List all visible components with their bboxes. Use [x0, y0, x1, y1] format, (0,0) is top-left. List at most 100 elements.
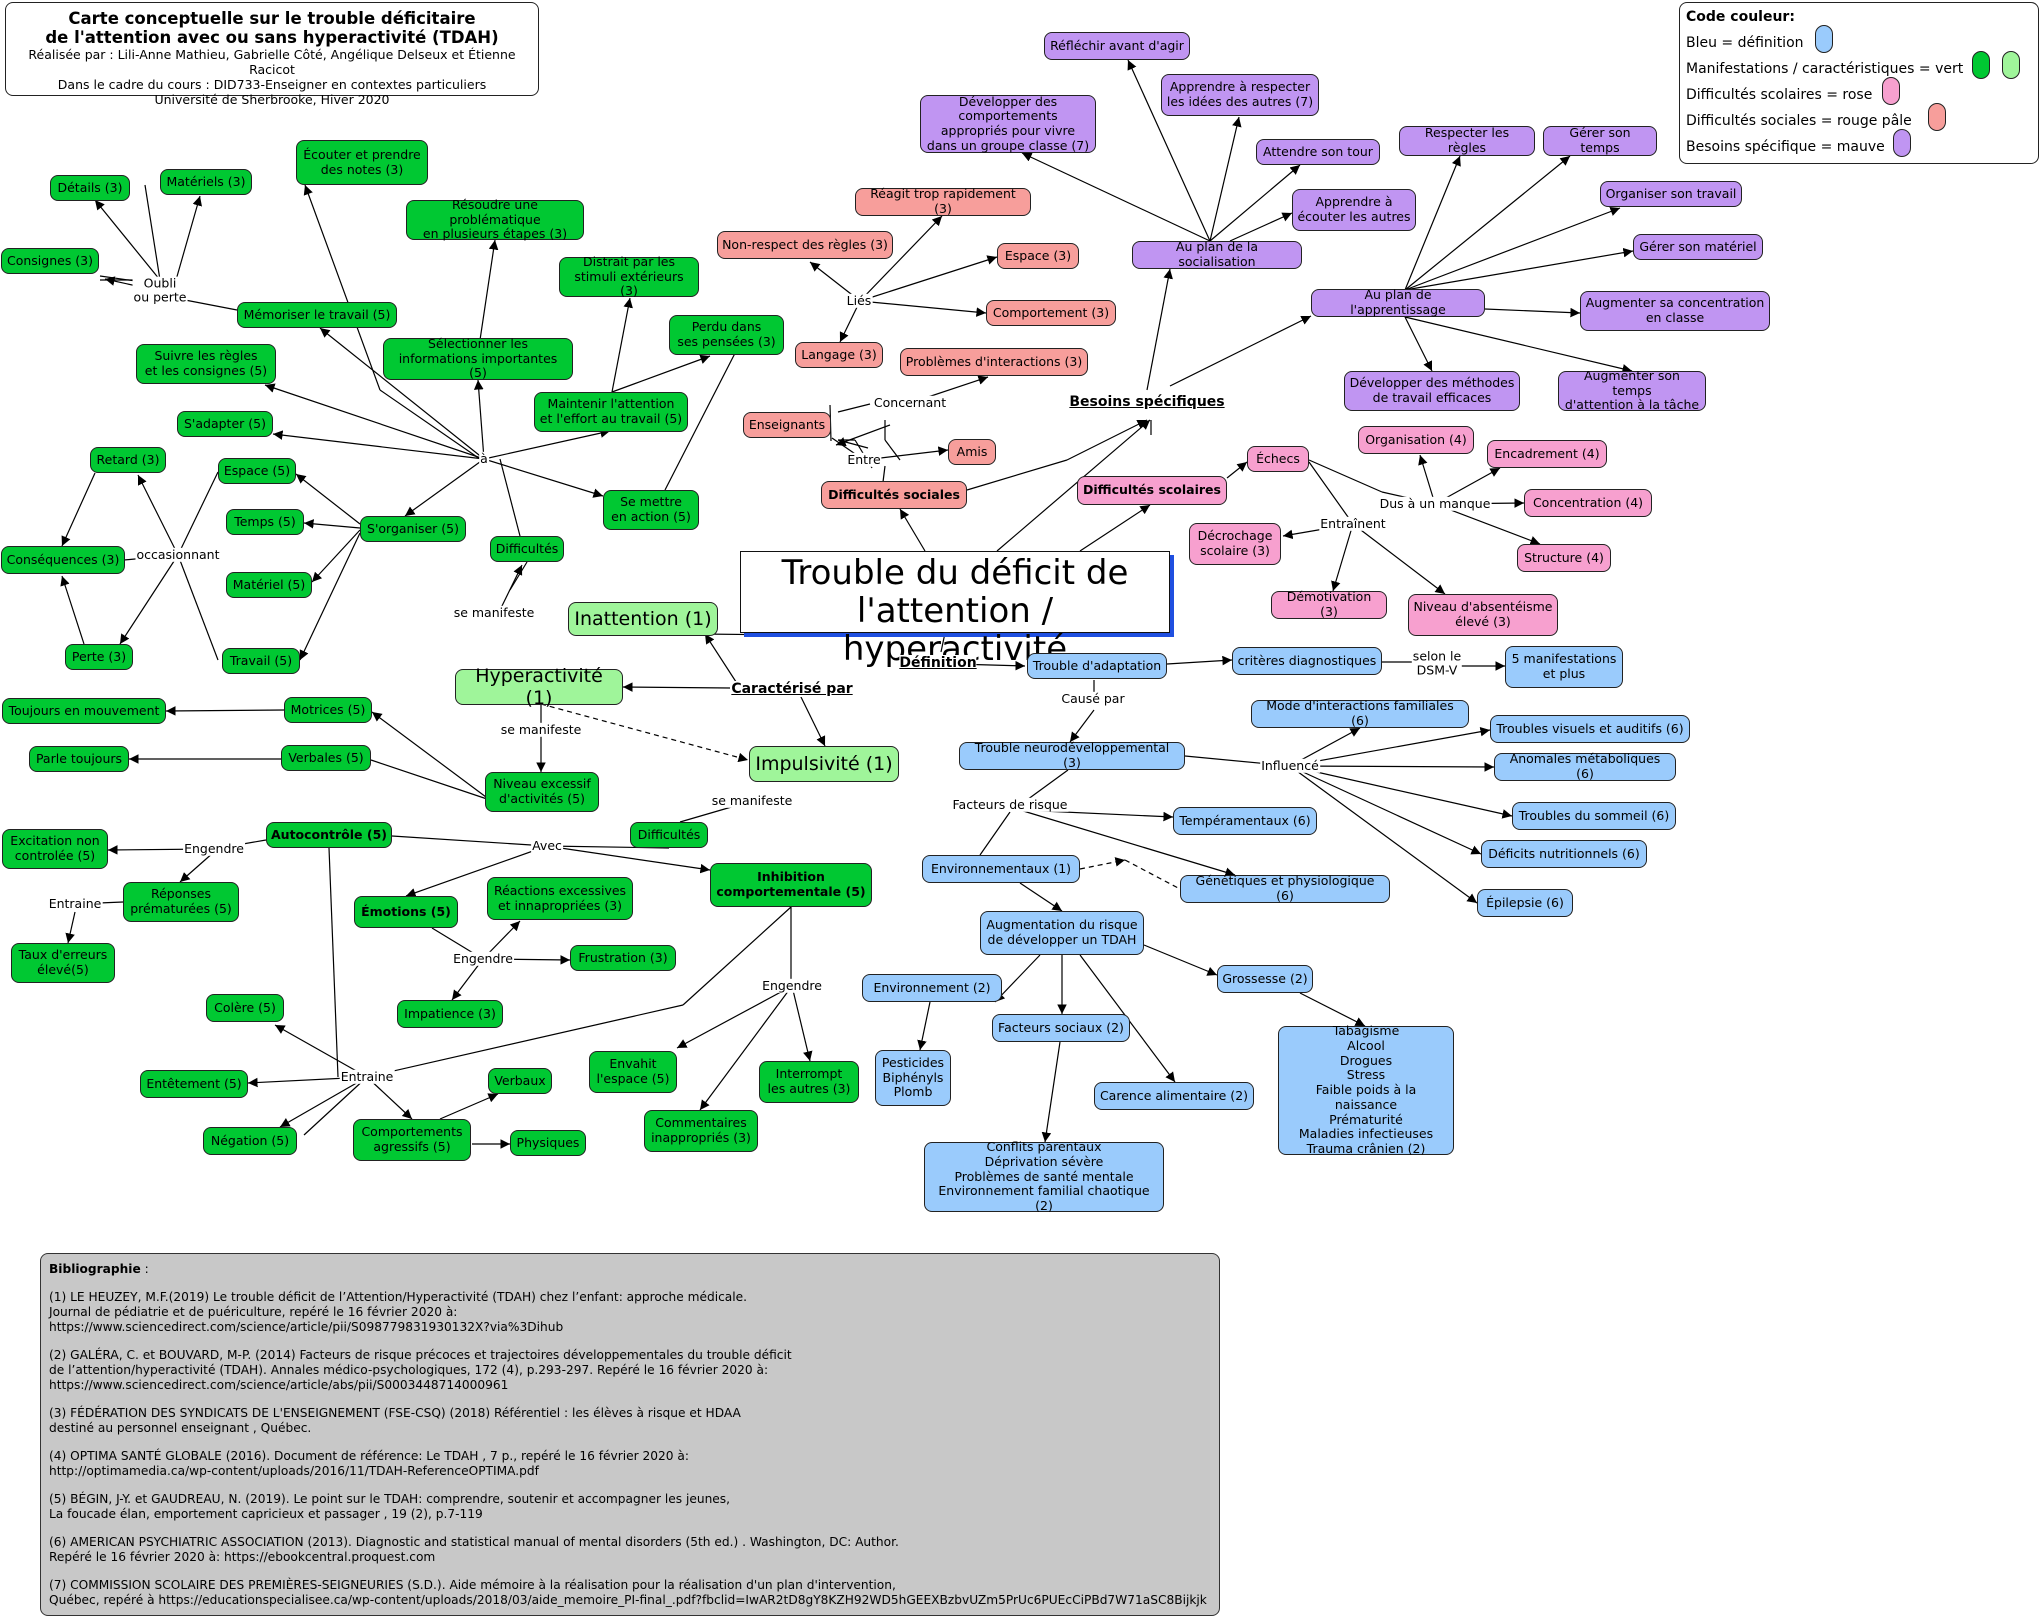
- node-problemes-interactions: Problèmes d'interactions (3): [900, 348, 1088, 376]
- connector-line: [1404, 206, 1621, 291]
- node-autocontrole: Autocontrôle (5): [266, 822, 392, 848]
- connector-line: [1331, 523, 1354, 592]
- connector-line: [882, 465, 886, 483]
- node-materiel5: Matériel (5): [226, 572, 312, 598]
- connector-line: [940, 632, 946, 653]
- university-line: Université de Sherbrooke, Hiver 2020: [154, 92, 390, 107]
- connector-line: [837, 439, 869, 449]
- node-organisation4: Organisation (4): [1358, 426, 1474, 454]
- node-sorganiser: S'organiser (5): [360, 516, 466, 542]
- label-entre: Entre: [846, 451, 882, 468]
- node-resoudre: Résoudre une problématique en plusieurs …: [406, 197, 584, 241]
- connector-line: [799, 694, 826, 747]
- connector-line: [272, 430, 485, 460]
- connector-line: [1299, 992, 1366, 1027]
- label-concernant: Concernant: [872, 394, 948, 411]
- node-travail5: Travail (5): [222, 648, 300, 674]
- connector-line: [1289, 726, 1491, 767]
- label-se-manifeste-impulsivite: se manifeste: [710, 792, 794, 809]
- reference-6: (6) AMERICAN PSYCHIATRIC ASSOCIATION (20…: [49, 1535, 899, 1564]
- node-consignes: Consignes (3): [1, 248, 99, 274]
- node-deficits-nutritionnels: Déficits nutritionnels (6): [1481, 840, 1647, 868]
- node-conflits: Conflits parentaux Déprivation sévère Pr…: [924, 1139, 1164, 1213]
- node-envahit: Envahit l'espace (5): [589, 1051, 677, 1093]
- connector-line: [370, 759, 491, 801]
- node-espace3: Espace (3): [997, 243, 1079, 269]
- node-espace5: Espace (5): [218, 458, 296, 484]
- legend-mauve-swatch: [1893, 129, 1911, 157]
- heading-caracterise: Caractérisé par: [731, 681, 853, 697]
- connector-line: [1352, 523, 1446, 595]
- node-memoriser: Mémoriser le travail (5): [237, 302, 397, 328]
- node-cinq-manifestations: 5 manifestations et plus: [1505, 646, 1623, 688]
- node-mode-interactions: Mode d'interactions familiales (6): [1251, 698, 1469, 728]
- reference-2: (2) GALÉRA, C. et BOUVARD, M-P. (2014) F…: [49, 1348, 792, 1392]
- connector-line: [1404, 316, 1633, 374]
- node-interrompt: Interrompt les autres (3): [759, 1061, 859, 1103]
- node-gerer-temps: Gérer son temps: [1543, 125, 1657, 156]
- title-line-1: Carte conceptuelle sur le trouble défici…: [68, 9, 476, 28]
- connector-line: [622, 682, 731, 692]
- node-respecter-idees: Apprendre à respecter les idées des autr…: [1161, 74, 1319, 116]
- connector-line: [546, 845, 711, 874]
- node-commentaires: Commentaires inappropriés (3): [644, 1110, 758, 1152]
- node-troubles-visuels: Troubles visuels et auditifs (6): [1490, 715, 1690, 743]
- node-ecouter-notes: Écouter et prendre des notes (3): [296, 140, 428, 185]
- connector-line: [1404, 155, 1571, 291]
- legend-light-green-swatch: [2002, 51, 2020, 79]
- connector-line: [177, 554, 219, 661]
- heading-besoins: Besoins spécifiques: [1069, 394, 1225, 410]
- node-difficultes-scolaires: Difficultés scolaires: [1077, 476, 1227, 505]
- connector-line: [996, 419, 1151, 552]
- connector-line: [1209, 116, 1242, 242]
- connector-line: [65, 911, 76, 944]
- node-temperamentaux: Tempéramentaux (6): [1173, 807, 1317, 835]
- connector-line: [1041, 1041, 1061, 1143]
- node-toujours-mouvement: Toujours en mouvement: [2, 698, 166, 724]
- connector-line: [328, 847, 339, 1078]
- legend-rose-swatch: [1882, 77, 1900, 105]
- node-epilepsie: Épilepsie (6): [1477, 889, 1573, 917]
- node-frustration: Frustration (3): [570, 945, 676, 971]
- connector-line: [699, 985, 793, 1111]
- node-perte: Perte (3): [65, 644, 133, 670]
- connector-line: [1069, 709, 1095, 743]
- node-troubles-sommeil: Troubles du sommeil (6): [1512, 802, 1676, 830]
- title-box: Carte conceptuelle sur le trouble défici…: [5, 2, 539, 107]
- legend-rose-label: Difficultés scolaires = rose: [1686, 87, 1873, 103]
- node-excitation: Excitation non controlée (5): [2, 829, 108, 869]
- connector-line: [473, 379, 485, 460]
- label-a: à: [479, 450, 489, 467]
- node-grossesse: Grossesse (2): [1217, 965, 1313, 993]
- label-selon: selon le DSM-V: [1411, 648, 1463, 679]
- connector-line: [859, 215, 943, 302]
- node-suivre-regles: Suivre les règles et les consignes (5): [136, 344, 276, 384]
- node-genetiques: Génétiques et physiologique (6): [1180, 873, 1390, 903]
- label-entraine-autocontrole: Entraine: [47, 895, 103, 912]
- heading-definition: Définition: [899, 655, 977, 671]
- label-influence: Influencé: [1260, 757, 1320, 774]
- connector-line: [391, 835, 548, 847]
- legend-mauve-label: Besoins spécifique = mauve: [1686, 139, 1885, 155]
- connector-line: [611, 354, 711, 393]
- node-details: Détails (3): [50, 175, 130, 201]
- connector-line: [299, 532, 361, 661]
- label-cause-par: Causé par: [1060, 690, 1126, 707]
- reference-5: (5) BÉGIN, J-Y. et GAUDREAU, N. (2019). …: [49, 1492, 731, 1521]
- connector-line: [1308, 459, 1383, 493]
- label-dus: Dus à un manque: [1378, 495, 1492, 512]
- node-negation: Négation (5): [203, 1127, 297, 1155]
- node-environnement2: Environnement (2): [862, 974, 1002, 1002]
- connector-line: [366, 1004, 684, 1078]
- connector-line: [1127, 59, 1211, 242]
- bibliography-title: Bibliographie: [49, 1262, 141, 1276]
- connector-line: [966, 459, 1068, 491]
- node-hyperactivite: Hyperactivité (1): [455, 665, 623, 709]
- label-engendre-emotions: Engendre: [452, 950, 514, 967]
- node-enseignants: Enseignants: [743, 412, 831, 438]
- node-structure: Structure (4): [1517, 544, 1611, 572]
- label-facteurs-risque: Facteurs de risque: [951, 796, 1069, 813]
- node-ecouter-autres: Apprendre à écouter les autres: [1292, 189, 1416, 231]
- node-impatience: Impatience (3): [397, 1000, 503, 1028]
- connector-line: [682, 906, 792, 1006]
